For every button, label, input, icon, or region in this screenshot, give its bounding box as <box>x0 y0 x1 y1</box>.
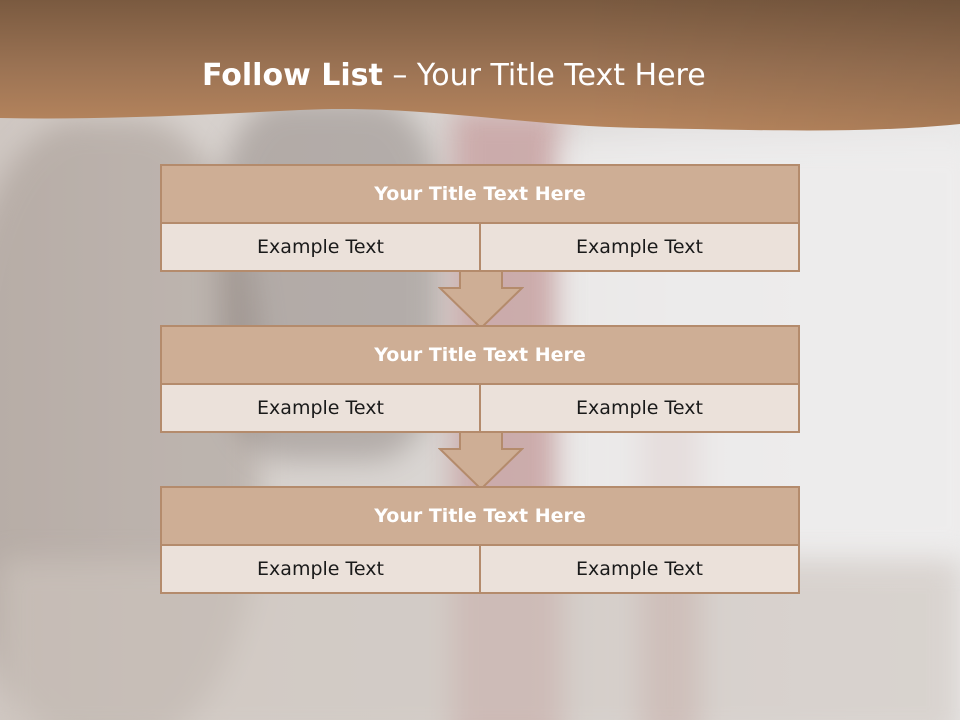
down-arrow-icon <box>438 431 524 491</box>
block-title: Your Title Text Here <box>162 166 798 224</box>
block-cell-right: Example Text <box>479 385 798 431</box>
list-block: Your Title Text Here Example Text Exampl… <box>160 325 800 433</box>
block-title: Your Title Text Here <box>162 327 798 385</box>
block-row: Example Text Example Text <box>162 546 798 592</box>
slide-title-rest: – Your Title Text Here <box>382 58 706 93</box>
block-cell-left: Example Text <box>162 224 479 270</box>
slide-title: Follow List – Your Title Text Here <box>202 56 706 96</box>
block-cell-right: Example Text <box>479 546 798 592</box>
block-row: Example Text Example Text <box>162 224 798 270</box>
block-row: Example Text Example Text <box>162 385 798 431</box>
block-cell-left: Example Text <box>162 546 479 592</box>
list-block: Your Title Text Here Example Text Exampl… <box>160 164 800 272</box>
slide-title-bold: Follow List <box>202 58 383 93</box>
list-block: Your Title Text Here Example Text Exampl… <box>160 486 800 594</box>
header-banner <box>0 0 960 140</box>
block-cell-right: Example Text <box>479 224 798 270</box>
block-cell-left: Example Text <box>162 385 479 431</box>
down-arrow-icon <box>438 270 524 330</box>
block-title: Your Title Text Here <box>162 488 798 546</box>
